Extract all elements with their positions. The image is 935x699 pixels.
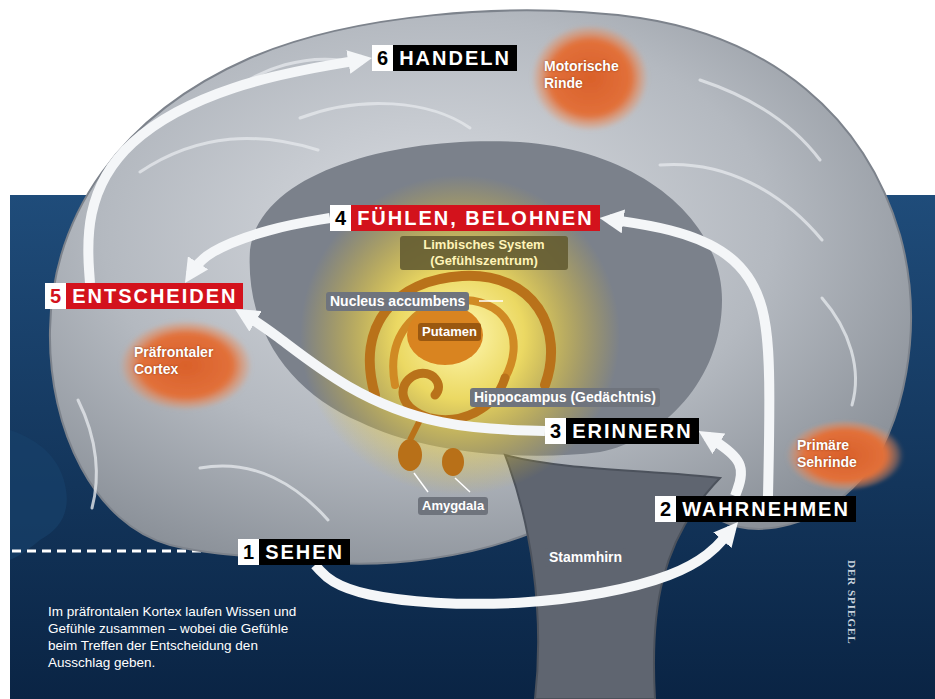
leader-line [479,300,503,302]
region-blob-fill [122,322,250,409]
region-name: Präfrontaler Cortex [134,344,238,378]
part-label: Hippocampus (Gedächtnis) [470,388,660,407]
part-label: Stammhirn [545,548,626,567]
region-name: Primäre Sehrinde [797,437,893,471]
region-blob: Primäre Sehrinde [785,418,905,493]
callout-number: 2 [655,496,676,522]
step-label: WAHRNEHMEN [676,496,856,522]
step-box: 1SEHEN [238,539,350,565]
step-box: 4FÜHLEN, BELOHNEN [330,205,600,231]
flow-arrow [88,60,362,283]
limbic-structure [410,420,420,440]
label-holder: Nucleus accumbens [326,292,469,311]
callout-number: 6 [372,45,393,71]
step-label: FÜHLEN, BELOHNEN [351,205,599,231]
region-blob: Motorische Rinde [530,22,650,134]
callout-number: 5 [45,283,66,309]
gyrus-line [78,400,96,508]
step-box: 5ENTSCHEIDEN [45,283,243,309]
region-label: Limbisches System (Gefühlszentrum) [400,236,568,270]
step-label: ENTSCHEIDEN [66,283,243,309]
gyrus-line [700,80,820,160]
callout-number: 3 [545,418,566,444]
step-box: 2WAHRNEHMEN [655,496,856,522]
callout-number: 1 [238,539,259,565]
gyrus-line [300,103,470,128]
part-label: Putamen [418,323,481,341]
gyrus-line [822,298,855,405]
limbic-glow [300,175,620,495]
amygdala-shape [442,448,464,476]
flow-arrow [315,530,731,604]
label-holder: Hippocampus (Gedächtnis) [470,388,660,407]
part-label: Amygdala [418,497,488,515]
label-holder: DER SPIEGEL [845,560,858,645]
amygdala-shape [398,439,422,471]
region-blob-fill [789,421,902,490]
flow-arrow [244,314,545,431]
label-holder: Limbisches System (Gefühlszentrum) [400,236,568,270]
brainstem-shape [505,455,720,699]
caption-holder: Im präfrontalen Kortex laufen Wissen und… [48,603,313,671]
region-blob-fill [534,26,647,129]
caption: Im präfrontalen Kortex laufen Wissen und… [48,603,313,671]
step-box: 6HANDELN [372,45,517,71]
gyrus-line [140,138,318,172]
gyrus-line [200,466,328,520]
watermark: DER SPIEGEL [845,560,858,645]
label-holder: Amygdala [418,497,488,515]
gyrus-line [660,164,822,240]
putamen-shape [407,305,483,365]
leader-line [455,478,470,492]
brain-outline [50,11,911,564]
flow-arrow [190,218,330,275]
step-label: SEHEN [259,539,350,565]
label-holder: Stammhirn [545,548,626,567]
flow-arrow [707,436,741,496]
region-name: Motorische Rinde [544,58,636,92]
part-label: Nucleus accumbens [326,292,469,311]
step-label: ERINNERN [566,418,698,444]
callout-number: 4 [330,205,351,231]
step-box: 3ERINNERN [545,418,699,444]
leader-line [414,473,428,492]
step-label: HANDELN [393,45,517,71]
label-holder: Putamen [418,323,481,341]
flow-arrow [609,219,769,496]
face-silhouette [10,430,67,560]
region-blob: Präfrontaler Cortex [118,318,254,413]
